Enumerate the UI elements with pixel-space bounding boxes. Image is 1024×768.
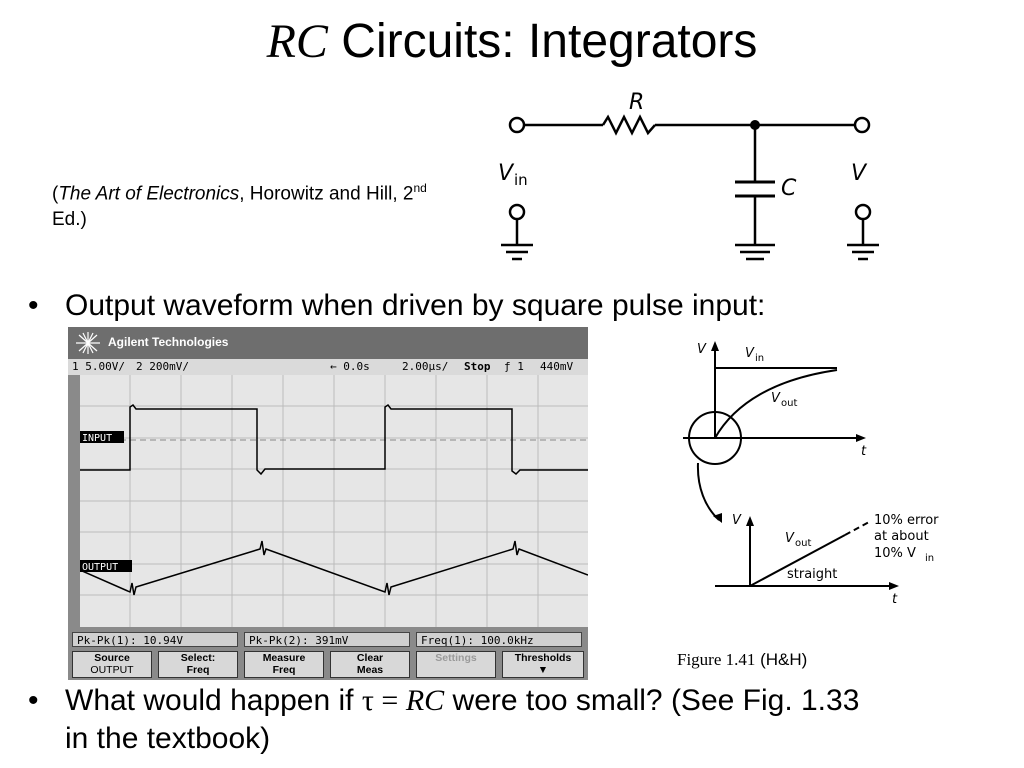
input-waveform [80, 403, 588, 476]
bottom-vout-label: V [785, 531, 795, 546]
scope-display: INPUT OUTPUT [80, 375, 588, 627]
trigger-level: 440mV [540, 360, 574, 373]
bottom-vout-sub: out [795, 538, 811, 549]
vin-step-curve [714, 367, 837, 438]
output-terminal [853, 116, 871, 134]
bullet-2-line2: in the textbook) [65, 722, 271, 755]
top-vout-label: V [771, 391, 781, 406]
bottom-v-label: V [732, 513, 742, 528]
output-waveform [80, 540, 588, 596]
arrow-down-icon: ▼ [537, 664, 549, 676]
zoom-circle [688, 411, 742, 465]
run-state: Stop [464, 360, 491, 373]
capacitor-label: C [781, 176, 797, 201]
top-v-label: V [697, 342, 707, 357]
input-terminal [508, 116, 526, 134]
softkey-select[interactable]: Select:Freq [158, 651, 238, 678]
figure-caption: Figure 1.41 (H&H) [677, 650, 807, 670]
agilent-logo-icon [76, 332, 100, 354]
trigger-source: ƒ 1 [504, 360, 524, 373]
title-text: Circuits: Integrators [327, 15, 758, 68]
figure-number: Figure 1.41 [677, 650, 756, 669]
citation-paren: ( [52, 183, 59, 205]
zoom-arrowhead [713, 513, 722, 523]
softkey-settings[interactable]: Settings [416, 651, 496, 678]
bullet-1-text: Output waveform when driven by square pu… [65, 289, 766, 322]
citation: (The Art of Electronics, Horowitz and Hi… [52, 175, 432, 233]
bottom-t-label: t [892, 592, 898, 607]
vin-subscript: in [514, 171, 528, 189]
error-label-3: 10% V [874, 546, 916, 561]
rc-symbol: RC [405, 684, 445, 717]
vout-exp-curve [714, 369, 838, 439]
resistor-label: R [629, 90, 644, 115]
top-vin-sub: in [755, 353, 764, 364]
straight-label: straight [787, 567, 837, 582]
measurement-pkpk-1: Pk-Pk(1): 10.94V [72, 632, 238, 647]
measurement-freq: Freq(1): 100.0kHz [416, 632, 582, 647]
timebase: 2.00µs/ [402, 360, 449, 373]
error-label-1: 10% error [874, 513, 939, 528]
title-rc: RC [266, 15, 328, 68]
ch2-scale: 2 200mV/ [136, 360, 189, 373]
ch1-scale: 1 5.00V/ [72, 360, 125, 373]
rc-circuit-diagram: R C V in V [498, 90, 879, 261]
error-label-sub: in [925, 553, 934, 564]
resistor-symbol [601, 114, 656, 136]
zoom-arrow [696, 462, 720, 521]
scope-status-bar: 1 5.00V/ 2 200mV/ ← 0.0s 2.00µs/ Stop ƒ … [68, 359, 588, 375]
time-offset: ← 0.0s [330, 360, 370, 373]
error-label-2: at about [874, 529, 929, 544]
vout-label: V [851, 161, 868, 186]
bullet-dot: • [28, 289, 39, 322]
citation-authors: , Horowitz and Hill, 2 [239, 183, 414, 205]
tau-symbol: τ [361, 684, 374, 717]
bullet-2-text: What would happen if τ = RC were too sma… [65, 684, 860, 717]
ch1-label-bg [80, 431, 124, 443]
top-vout-sub: out [781, 398, 797, 409]
citation-book: The Art of Electronics [58, 183, 240, 205]
softkey-thresholds[interactable]: Thresholds▼ [502, 651, 584, 678]
citation-edition: Ed.) [52, 209, 87, 231]
output-channel-label: OUTPUT [82, 562, 118, 573]
oscilloscope-screenshot: Agilent Technologies 1 5.00V/ 2 200mV/ ←… [68, 327, 588, 680]
top-vin-label: V [745, 346, 755, 361]
top-t-label: t [861, 444, 867, 459]
ch2-label-bg [80, 560, 132, 572]
measurement-pkpk-2: Pk-Pk(2): 391mV [244, 632, 410, 647]
vin-label: V [498, 161, 515, 186]
scope-header: Agilent Technologies [68, 327, 588, 359]
vout-dashed-line [844, 520, 872, 536]
junction-dot [750, 120, 760, 130]
bullet-dot: • [28, 684, 39, 717]
slide-title: RC Circuits: Integrators [0, 14, 1024, 69]
citation-sup: nd [413, 181, 427, 195]
scope-brand: Agilent Technologies [108, 335, 229, 349]
figure-1-41: V V in V out t V V out straight 10% erro… [683, 341, 939, 607]
input-channel-label: INPUT [82, 433, 112, 444]
figure-ref: (H&H) [755, 650, 808, 669]
vout-straight-line [749, 534, 846, 587]
